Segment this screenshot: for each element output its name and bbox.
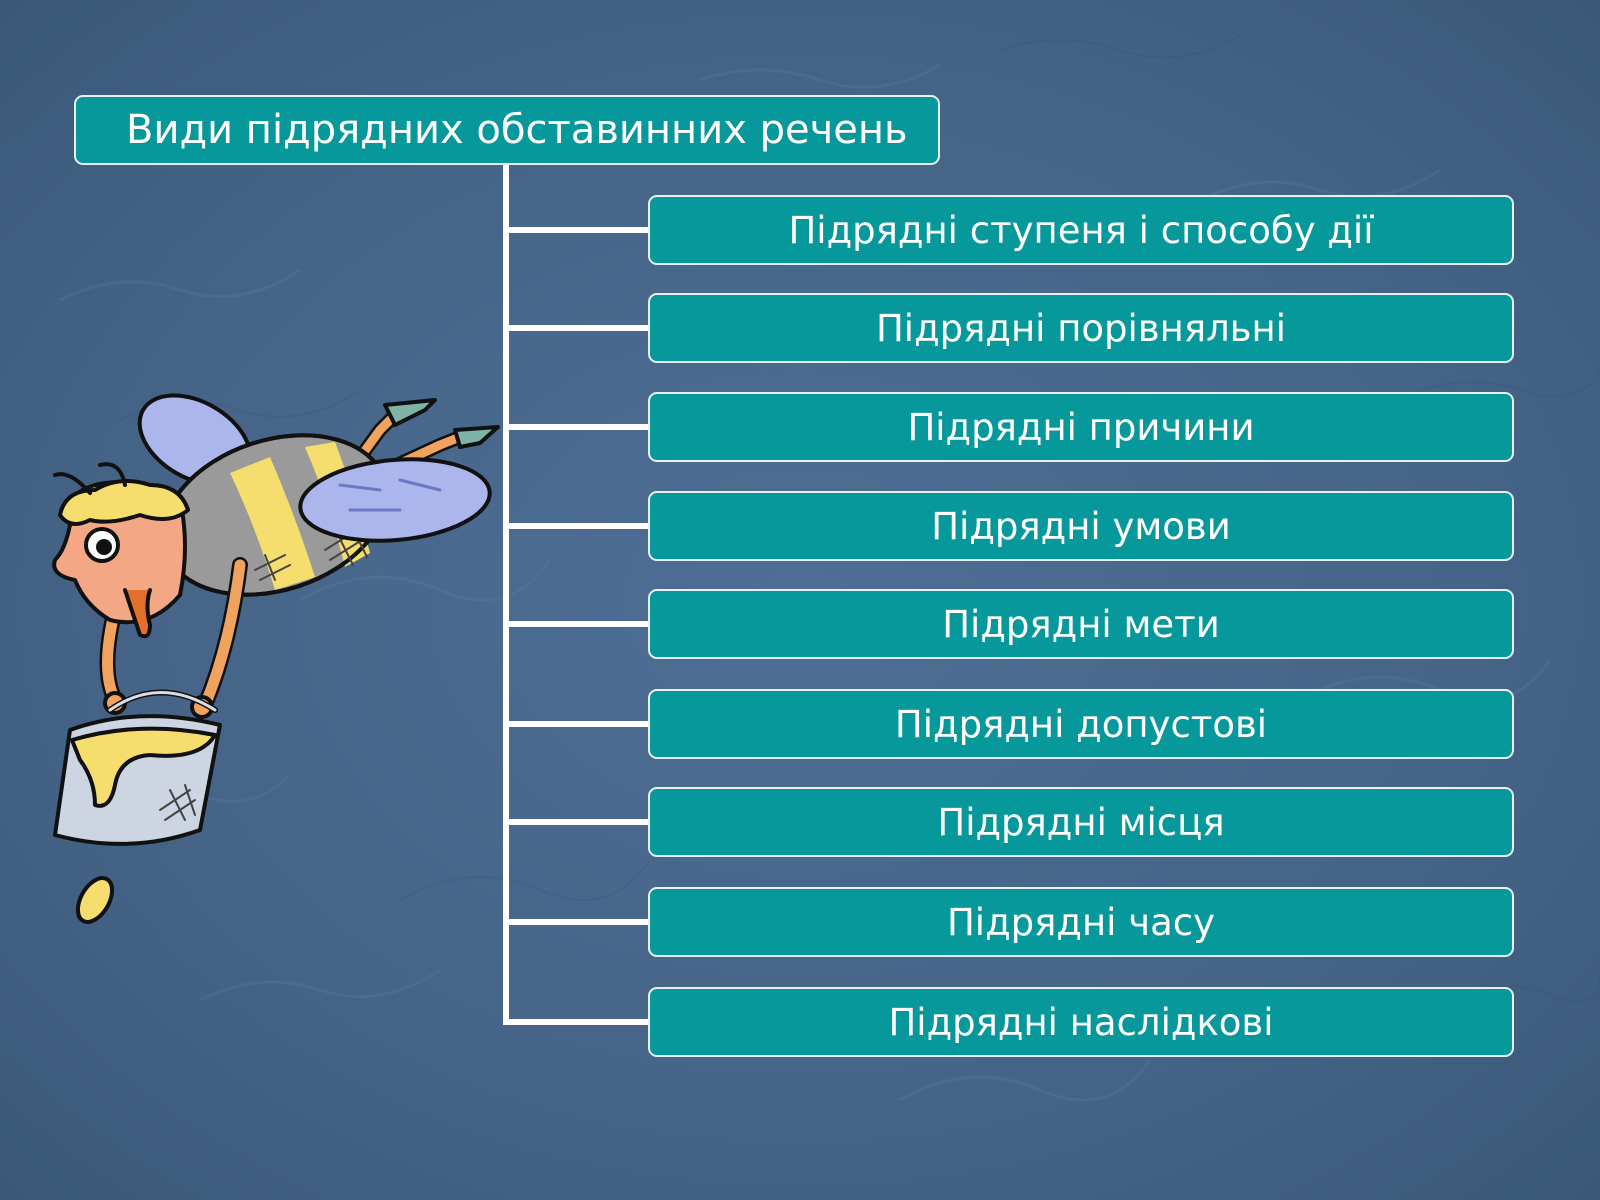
item-box-purpose: Підрядні мети [648,589,1514,659]
item-box-consequence: Підрядні наслідкові [648,987,1514,1057]
item-box-condition: Підрядні умови [648,491,1514,561]
item-box-time: Підрядні часу [648,887,1514,957]
item-box-concession: Підрядні допустові [648,689,1514,759]
item-box-comparison: Підрядні порівняльні [648,293,1514,363]
diagram-title: Види підрядних обставинних речень [74,95,940,165]
item-box-cause: Підрядні причини [648,392,1514,462]
bee-carrying-honey-bucket-icon [52,393,500,924]
item-box-place: Підрядні місця [648,787,1514,857]
item-box-manner: Підрядні ступеня і способу дії [648,195,1514,265]
